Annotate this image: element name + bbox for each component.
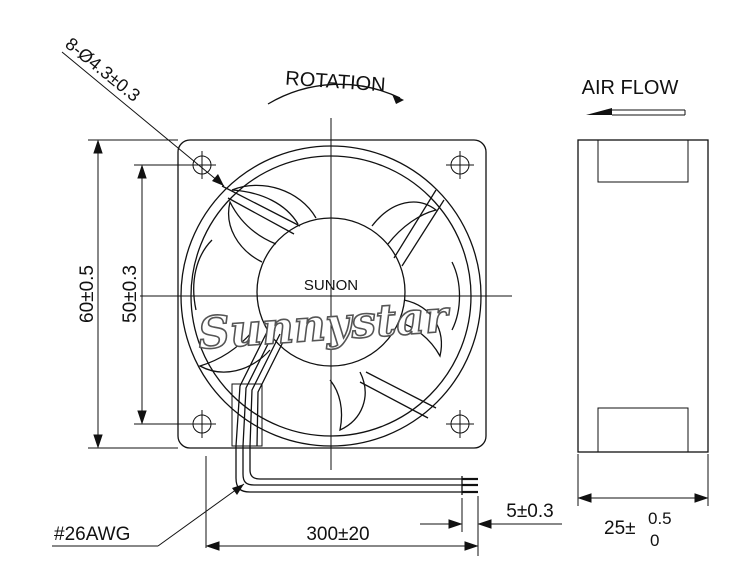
rotation-arrowhead	[392, 94, 404, 104]
fan-hub	[256, 217, 406, 367]
hole-spec-arrowhead	[212, 174, 224, 186]
brand-label: SUNON	[304, 277, 358, 294]
strip-length-dimension	[420, 498, 562, 532]
fan-housing-outer	[180, 145, 482, 447]
mounting-hole	[188, 410, 216, 438]
rotation-label: ROTATION	[285, 68, 387, 97]
air-flow-label: AIR FLOW	[582, 77, 679, 99]
inner-height-dimension	[134, 164, 192, 425]
side-view-body	[577, 139, 709, 453]
outer-height-dimension	[88, 139, 178, 449]
thickness-upper-tolerance: 0.5	[648, 509, 672, 528]
wire-gauge-arrowhead	[232, 484, 244, 495]
lead-length-label: 300±20	[306, 524, 369, 545]
mounting-holes	[188, 151, 474, 438]
rotation-arc	[267, 83, 401, 105]
thickness-lower-tolerance: 0	[650, 531, 659, 550]
strip-length-label: 5±0.3	[506, 501, 553, 522]
fan-frame-outline	[177, 139, 487, 449]
hole-spec-label: 8-Ø4.3±0.3	[61, 34, 143, 106]
wire-gauge-leader	[157, 483, 245, 547]
fan-housing-inner	[190, 155, 472, 437]
fan-struts	[221, 185, 445, 419]
mounting-hole	[446, 151, 474, 179]
fan-blades	[193, 184, 461, 432]
outer-height-label: 60±0.5	[77, 265, 98, 323]
air-flow-arrow	[606, 109, 686, 116]
wire-gauge-label: #26AWG	[54, 524, 130, 545]
thickness-dimension	[577, 454, 709, 506]
hole-spec-leader	[61, 51, 225, 187]
mounting-hole	[188, 151, 216, 179]
air-flow-arrowhead	[586, 108, 612, 115]
inner-height-label: 50±0.3	[120, 265, 141, 323]
thickness-base-label: 25±	[604, 518, 636, 539]
watermark-text: Sunnystar	[196, 291, 452, 360]
mounting-hole	[446, 410, 474, 438]
lead-length-dimension	[205, 456, 479, 556]
wire-strip-ends	[462, 477, 478, 494]
